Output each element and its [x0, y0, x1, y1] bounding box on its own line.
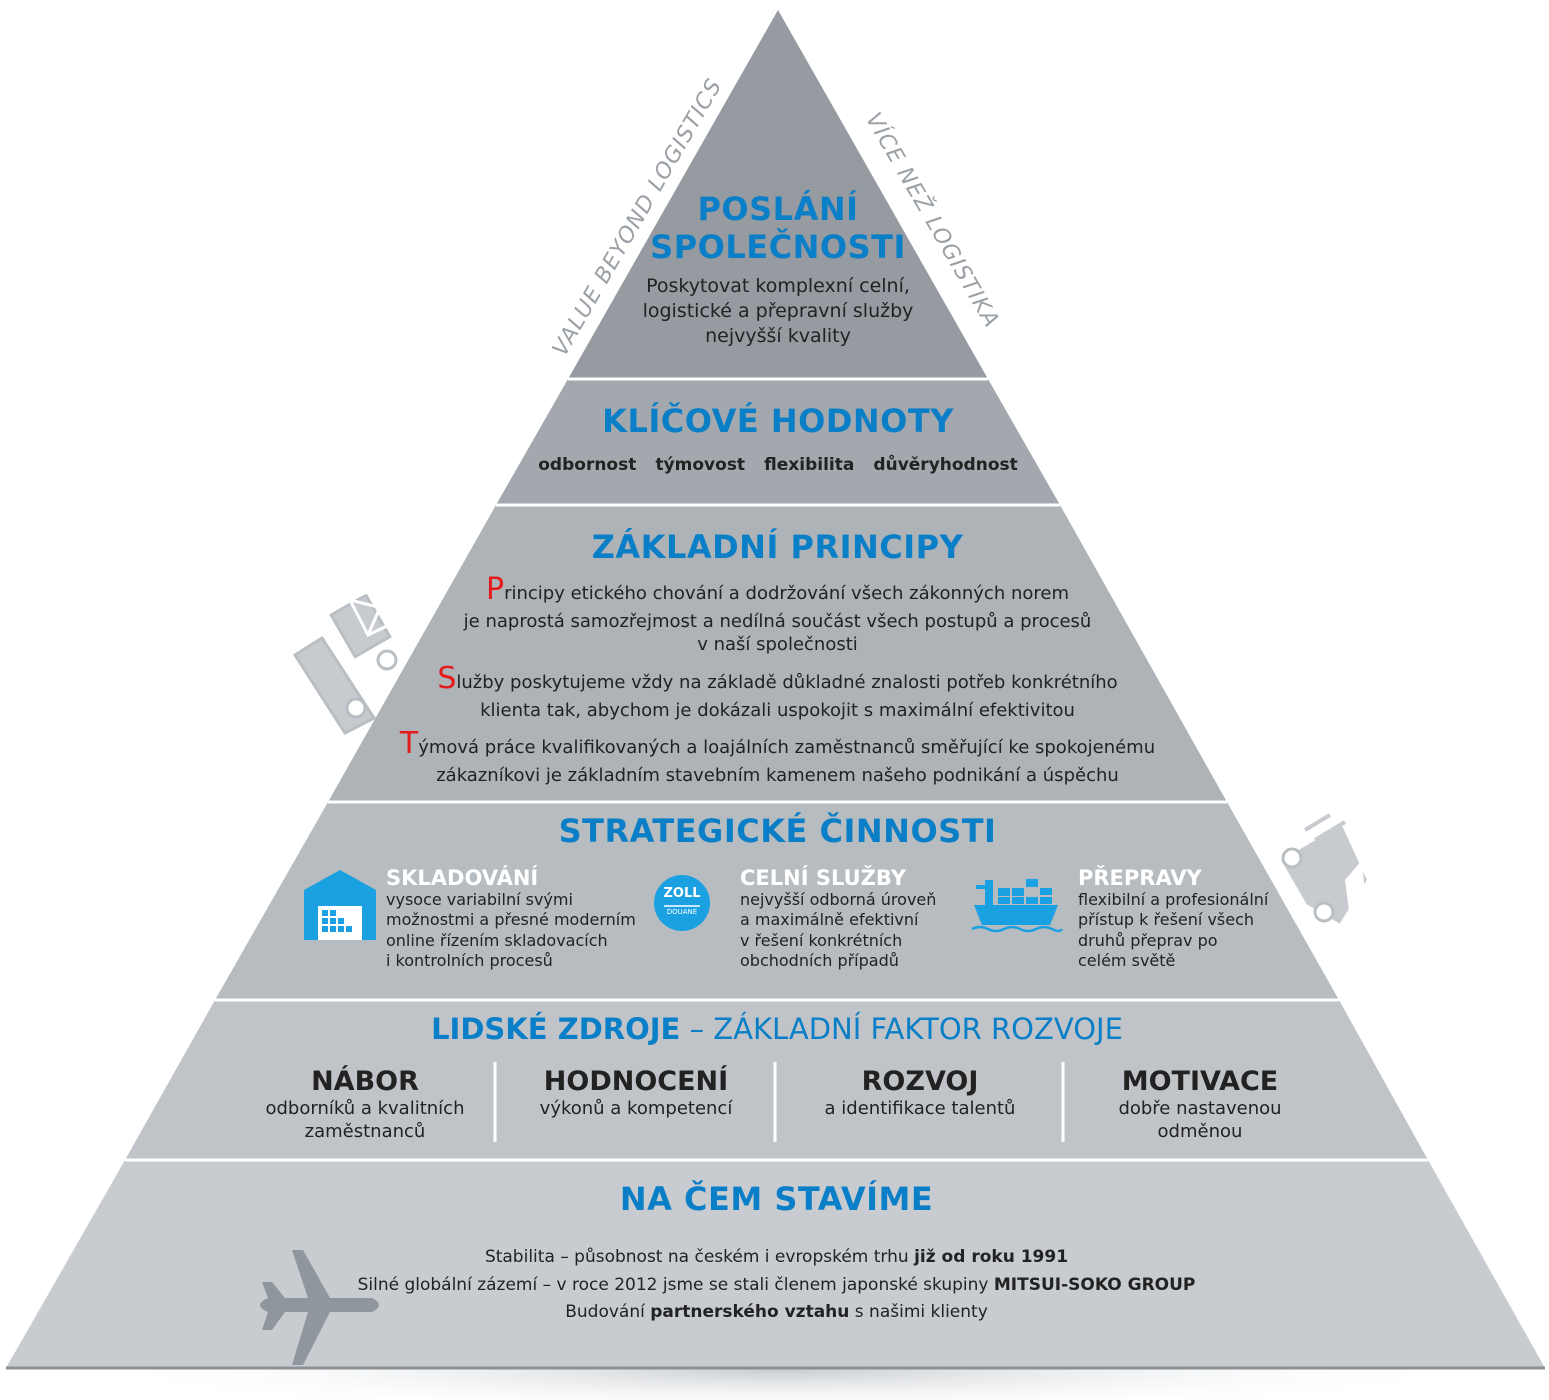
douane-label: DOUANE — [666, 908, 698, 916]
principle-line: ýmová práce kvalifikovaných a loajálních… — [418, 737, 1156, 759]
principle-item: Principy etického chování a dodržování v… — [330, 570, 1225, 657]
hr-item-recruitment: NÁBOR odborníků a kvalitních zaměstnanců — [240, 1066, 490, 1143]
hr-item-desc: dobře nastavenou odměnou — [1118, 1098, 1282, 1143]
hr-title-bold: LIDSKÉ ZDROJE — [431, 1012, 681, 1046]
value-item: flexibilita — [764, 455, 855, 475]
principle-line: rincipy etického chování a dodržování vš… — [504, 583, 1069, 604]
principle-line: lužby poskytujeme vždy na základě důklad… — [456, 672, 1118, 694]
tier-principles — [328, 505, 1227, 802]
foundation-text: Stabilita – působnost na českém i evrops… — [125, 1244, 1428, 1327]
principle-initial: S — [437, 661, 457, 697]
mission-section: POSLÁNÍ SPOLEČNOSTI Poskytovat komplexní… — [578, 190, 978, 349]
foundation-line: Stabilita – působnost na českém i evrops… — [484, 1247, 1069, 1267]
values-list: odbornost týmovost flexibilita důvěryhod… — [496, 455, 1060, 475]
principle-initial: P — [486, 572, 505, 607]
principle-item: Služby poskytujeme vždy na základě důkla… — [330, 659, 1225, 722]
mission-title-line2: SPOLEČNOSTI — [650, 228, 906, 266]
hr-title: LIDSKÉ ZDROJE – ZÁKLADNÍ FAKTOR ROZVOJE — [215, 1012, 1339, 1046]
activity-transport: PŘEPRAVY flexibilní a profesionální přís… — [1078, 866, 1278, 972]
hr-item-desc: a identifikace talentů — [824, 1098, 1016, 1119]
ship-icon — [971, 879, 1064, 933]
hr-item-head: ROZVOJ — [861, 1066, 979, 1097]
principle-line: zákazníkovi je základním stavebním kamen… — [436, 765, 1119, 787]
hr-dividers — [493, 1062, 1065, 1142]
mission-text-line: nejvyšší kvality — [705, 325, 851, 348]
principle-item: Týmová práce kvalifikovaných a loajálníc… — [330, 724, 1225, 787]
tier-mission — [568, 10, 988, 379]
hr-item-evaluation: HODNOCENÍ výkonů a kompetencí — [505, 1066, 767, 1120]
customs-badge-icon — [654, 875, 710, 931]
foundation-line: Silné globální zázemí – v roce 2012 jsme… — [357, 1274, 1196, 1295]
hr-item-desc: odborníků a kvalitních zaměstnanců — [265, 1098, 465, 1143]
principles-title: ZÁKLADNÍ PRINCIPY — [591, 528, 964, 566]
warehouse-icon — [304, 870, 376, 940]
hr-item-motivation: MOTIVACE dobře nastavenou odměnou — [1072, 1066, 1328, 1143]
activities-title: STRATEGICKÉ ČINNOSTI — [558, 812, 997, 850]
hr-item-head: HODNOCENÍ — [543, 1066, 729, 1097]
truck-icon — [1278, 813, 1370, 927]
hr-item-desc: výkonů a kompetencí — [539, 1098, 733, 1119]
mission-text: Poskytovat komplexní celní, logistické a… — [578, 274, 978, 349]
hr-item-head: MOTIVACE — [1121, 1066, 1279, 1097]
activity-desc: nejvyšší odborná úroveň a maximálně efek… — [740, 890, 937, 971]
mission-text-line: logistické a přepravní služby — [642, 300, 914, 323]
activity-warehousing: SKLADOVÁNÍ vysoce variabilní svými možno… — [386, 866, 636, 972]
hr-item-development: ROZVOJ a identifikace talentů — [785, 1066, 1055, 1120]
crane-icon — [292, 578, 413, 735]
tier-activities — [215, 802, 1339, 1000]
mission-title-line1: POSLÁNÍ — [697, 190, 859, 228]
value-item: důvěryhodnost — [873, 455, 1018, 475]
mission-text-line: Poskytovat komplexní celní, — [646, 275, 910, 297]
activity-desc: vysoce variabilní svými možnostmi a přes… — [386, 890, 636, 971]
tier-foundation — [6, 1160, 1545, 1368]
value-item: týmovost — [655, 455, 746, 475]
activity-customs: CELNÍ SLUŽBY nejvyšší odborná úroveň a m… — [740, 866, 960, 972]
tier-values — [496, 379, 1060, 505]
foundation-title: NA ČEM STAVÍME — [619, 1180, 934, 1218]
value-item: odbornost — [538, 455, 637, 475]
principle-line: v naší společnosti — [697, 634, 858, 656]
activity-title: SKLADOVÁNÍ — [386, 866, 539, 890]
airplane-icon — [255, 1250, 379, 1365]
values-section: KLÍČOVÉ HODNOTY odbornost týmovost flexi… — [496, 402, 1060, 475]
values-title: KLÍČOVÉ HODNOTY — [602, 402, 954, 440]
principle-initial: T — [399, 726, 419, 762]
foundation-line: Budování partnerského vztahu s našimi kl… — [565, 1302, 988, 1323]
activity-title: CELNÍ SLUŽBY — [740, 866, 906, 890]
zoll-label: ZOLL — [663, 886, 701, 901]
principle-line: je naprostá samozřejmost a nedílná součá… — [463, 610, 1092, 632]
activity-title: PŘEPRAVY — [1078, 866, 1202, 890]
hr-title-rest: – ZÁKLADNÍ FAKTOR ROZVOJE — [680, 1012, 1123, 1046]
foundation-section: NA ČEM STAVÍME Stabilita – působnost na … — [125, 1180, 1428, 1327]
hr-item-head: NÁBOR — [311, 1066, 419, 1097]
principles-section: ZÁKLADNÍ PRINCIPY Principy etického chov… — [330, 528, 1225, 788]
principle-line: klienta tak, abychom je dokázali uspokoj… — [480, 699, 1075, 721]
activity-desc: flexibilní a profesionální přístup k řeš… — [1078, 890, 1269, 971]
